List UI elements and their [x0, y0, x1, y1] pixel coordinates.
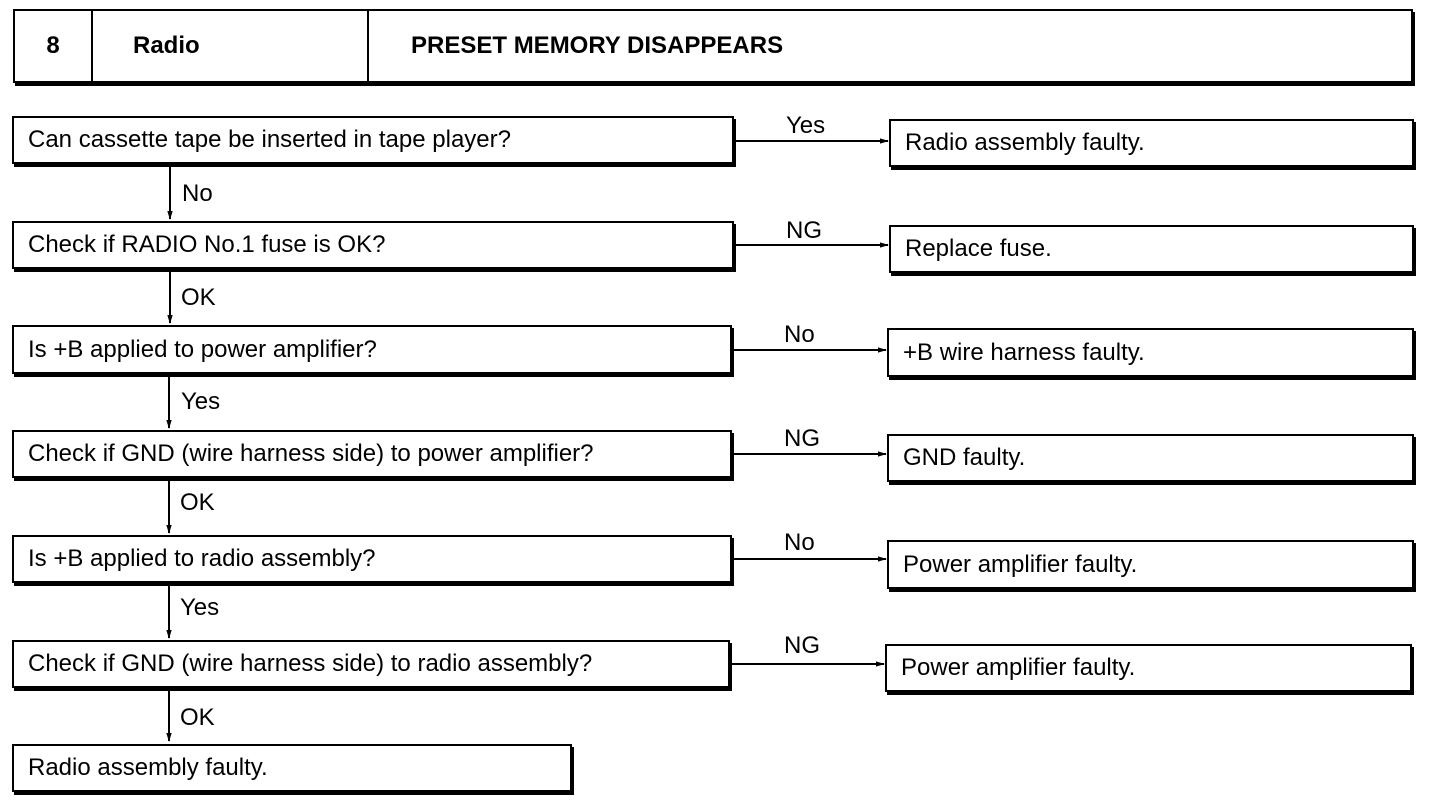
- question-box-1: Can cassette tape be inserted in tape pl…: [12, 116, 734, 164]
- next-label-6: OK: [180, 704, 215, 731]
- question-box-4: Check if GND (wire harness side) to powe…: [12, 430, 732, 478]
- header-bar: 8 Radio PRESET MEMORY DISAPPEARS: [13, 9, 1413, 83]
- next-label-1: No: [182, 180, 213, 207]
- next-label-4: OK: [180, 489, 215, 516]
- question-box-3: Is +B applied to power amplifier?: [12, 325, 732, 374]
- question-box-6: Check if GND (wire harness side) to radi…: [12, 640, 730, 688]
- branch-label-2: NG: [786, 217, 822, 244]
- branch-label-4: NG: [784, 425, 820, 452]
- result-box-1: Radio assembly faulty.: [889, 119, 1414, 167]
- result-box-6: Power amplifier faulty.: [885, 644, 1412, 692]
- result-box-2: Replace fuse.: [889, 225, 1414, 273]
- branch-label-6: NG: [784, 632, 820, 659]
- problem-title: PRESET MEMORY DISAPPEARS: [411, 32, 784, 59]
- system-name: Radio: [93, 11, 369, 81]
- result-box-3: +B wire harness faulty.: [887, 328, 1414, 377]
- branch-label-3: No: [784, 321, 815, 348]
- result-box-4: GND faulty.: [887, 434, 1414, 482]
- question-box-5: Is +B applied to radio assembly?: [12, 535, 732, 583]
- question-box-2: Check if RADIO No.1 fuse is OK?: [12, 221, 734, 269]
- final-result-box: Radio assembly faulty.: [12, 744, 572, 792]
- next-label-5: Yes: [180, 594, 220, 621]
- next-label-2: OK: [181, 284, 216, 311]
- next-label-3: Yes: [181, 388, 221, 415]
- branch-label-1: Yes: [786, 112, 826, 139]
- result-box-5: Power amplifier faulty.: [887, 540, 1414, 589]
- section-number: 8: [15, 11, 93, 81]
- branch-label-5: No: [784, 529, 815, 556]
